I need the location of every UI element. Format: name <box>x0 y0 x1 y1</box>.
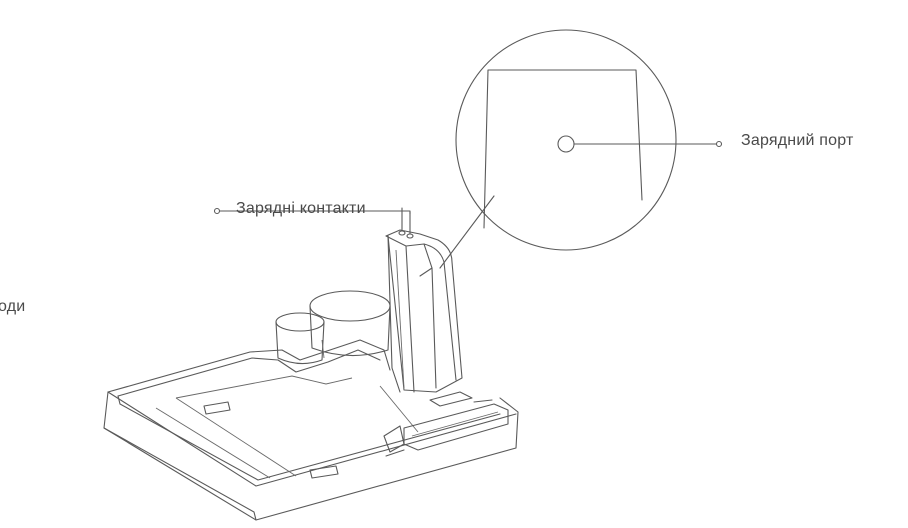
water-cylinders <box>275 290 391 365</box>
charging-port-label: Зарядний порт <box>741 132 854 149</box>
charging-tower <box>385 207 463 393</box>
zoom-circle <box>439 29 723 269</box>
contacts-leader <box>213 207 411 215</box>
base-tray <box>103 339 519 521</box>
charging-port-icon <box>557 135 575 153</box>
partial-left-label: оди <box>0 298 26 315</box>
charging-contacts-label: Зарядні контакти <box>236 200 366 217</box>
